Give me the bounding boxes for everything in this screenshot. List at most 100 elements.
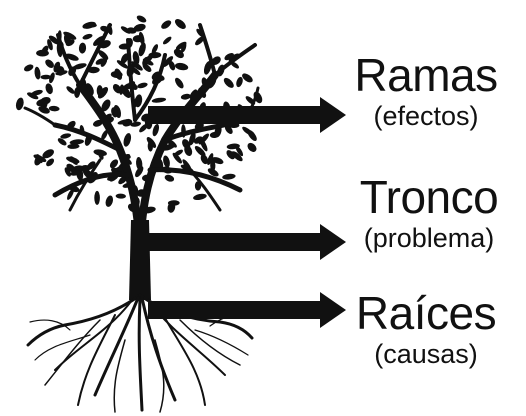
- leaf: [42, 149, 54, 159]
- leaf: [223, 77, 234, 88]
- label-ramas-subtitle: (efectos): [373, 101, 479, 131]
- leaf: [101, 99, 111, 112]
- leaf: [67, 143, 80, 149]
- leaf: [172, 152, 182, 164]
- leaf: [78, 42, 87, 54]
- leaf: [180, 93, 191, 100]
- leaf: [60, 133, 72, 139]
- leaf: [46, 158, 55, 167]
- leaf: [236, 76, 243, 88]
- leaf: [131, 61, 143, 71]
- leaf: [203, 61, 212, 75]
- leaf: [162, 143, 176, 151]
- leaf: [120, 53, 129, 64]
- label-raices-subtitle: (causas): [374, 339, 478, 369]
- leaf: [40, 74, 52, 80]
- leaf: [224, 53, 234, 61]
- leaf: [242, 73, 253, 83]
- leaf: [27, 92, 39, 100]
- leaf: [66, 156, 80, 164]
- leaf: [138, 42, 146, 57]
- leaf: [168, 60, 176, 71]
- label-tronco: Tronco (problema): [346, 172, 512, 254]
- leaf: [210, 159, 216, 172]
- leaf: [53, 61, 61, 73]
- leaf: [116, 60, 129, 69]
- leaf: [161, 20, 172, 29]
- leaf: [130, 121, 142, 127]
- tree-branches: [23, 23, 260, 254]
- leaf: [36, 49, 49, 57]
- leaf: [82, 33, 93, 40]
- leaf: [133, 23, 146, 32]
- leaf: [109, 159, 119, 169]
- leaf: [199, 138, 208, 152]
- leaf: [129, 66, 141, 76]
- leaf: [194, 146, 206, 157]
- leaf: [162, 56, 174, 68]
- leaf: [117, 119, 131, 125]
- leaf: [115, 193, 126, 199]
- leaf: [87, 66, 100, 74]
- leaf: [105, 195, 114, 207]
- tree-trunk: [129, 220, 151, 300]
- leaf: [175, 77, 184, 89]
- leaf: [174, 19, 186, 29]
- leaf: [48, 105, 60, 112]
- leaf: [34, 66, 41, 80]
- leaf: [189, 89, 198, 100]
- leaf: [146, 137, 157, 148]
- leaf: [188, 132, 196, 146]
- leaf: [97, 150, 104, 160]
- leaf: [162, 36, 172, 45]
- leaf: [94, 190, 100, 205]
- leaf: [65, 53, 79, 61]
- leaf: [64, 167, 71, 177]
- leaf: [226, 150, 235, 160]
- leaf: [47, 39, 53, 51]
- leaf: [45, 83, 53, 95]
- leaf: [142, 58, 154, 66]
- leaf: [207, 153, 214, 166]
- leaf: [69, 170, 82, 176]
- leaf: [101, 129, 108, 141]
- leaf: [139, 123, 149, 133]
- leaf: [135, 166, 144, 178]
- leaf: [96, 85, 103, 97]
- leaf: [85, 22, 97, 28]
- label-ramas: Ramas (efectos): [346, 50, 506, 132]
- leaf: [15, 97, 24, 111]
- label-tronco-title: Tronco: [359, 171, 499, 223]
- leaf: [49, 72, 55, 84]
- leaf: [207, 168, 219, 177]
- label-ramas-title: Ramas: [354, 49, 498, 101]
- leaf: [137, 82, 148, 89]
- leaf: [138, 31, 145, 45]
- leaf: [193, 193, 207, 201]
- leaf: [57, 138, 67, 146]
- leaf: [200, 154, 209, 165]
- tree-roots: [26, 293, 254, 413]
- leaf: [247, 130, 257, 141]
- label-raices: Raíces (causas): [346, 288, 506, 370]
- leaf: [247, 142, 257, 152]
- leaf: [63, 31, 77, 40]
- leaf: [163, 155, 170, 168]
- leaf: [173, 48, 184, 59]
- leaf: [181, 42, 187, 53]
- leaf: [151, 97, 167, 103]
- leaf: [45, 59, 54, 68]
- leaf: [73, 63, 87, 70]
- right-arrow-icon: [148, 97, 346, 133]
- leaf: [111, 107, 118, 118]
- leaf: [92, 119, 103, 127]
- leaf: [126, 27, 137, 34]
- leaf: [24, 64, 34, 72]
- leaf: [231, 151, 243, 162]
- leaf: [151, 44, 159, 54]
- leaf: [120, 85, 131, 98]
- leaf: [195, 36, 205, 46]
- leaf: [66, 86, 75, 94]
- leaf: [184, 145, 193, 157]
